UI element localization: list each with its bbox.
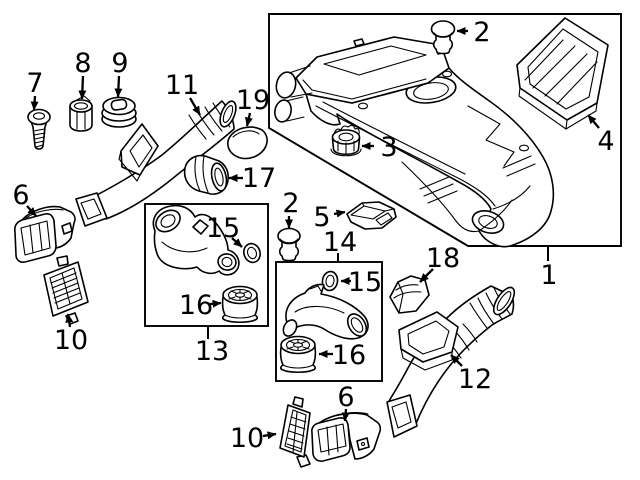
part-15-o-ring-box13 [243, 242, 261, 264]
part-9-grommet [101, 96, 137, 128]
callout-2-top[interactable]: 2 [456, 17, 491, 48]
callout-18[interactable]: 18 [419, 243, 460, 283]
callout-2-mid[interactable]: 2 [282, 188, 300, 229]
callout-8-label: 8 [74, 48, 91, 79]
callout-7[interactable]: 7 [26, 68, 44, 111]
callout-14-label: 14 [323, 227, 357, 258]
callout-12-label: 12 [458, 364, 492, 395]
callout-5[interactable]: 5 [313, 202, 346, 233]
part-10-grille-bottom [279, 396, 311, 468]
callout-11-arrow [189, 97, 201, 116]
part-5-bracket [346, 201, 397, 230]
part-19-seal [227, 126, 268, 160]
callout-9[interactable]: 9 [111, 48, 129, 98]
callout-13[interactable]: 13 [195, 326, 229, 367]
callout-17-label: 17 [242, 163, 276, 194]
part-7-screw [27, 108, 51, 150]
callout-15-box14-label: 15 [348, 267, 382, 298]
part-15-o-ring-box14 [321, 270, 339, 292]
part-8-clip [69, 95, 93, 132]
part-2-grommet-top [430, 20, 456, 55]
part-13-intake-boot [152, 204, 240, 276]
group-box-part-14 [275, 261, 383, 382]
callout-3[interactable]: 3 [361, 132, 398, 163]
part-16-rubber-mount-box13 [221, 285, 259, 324]
callout-2-top-label: 2 [473, 17, 490, 48]
callout-16-box13[interactable]: 16 [179, 290, 222, 321]
callout-18-arrow [419, 268, 434, 283]
callout-6-left-arrow [26, 205, 37, 217]
callout-4-arrow [587, 114, 600, 129]
callout-10-bottom-arrow [262, 431, 277, 440]
callout-12[interactable]: 12 [450, 354, 492, 395]
callout-6-bottom-label: 6 [337, 382, 354, 413]
callout-11[interactable]: 11 [165, 70, 201, 116]
callout-8-arrow [78, 75, 87, 100]
callout-5-label: 5 [313, 202, 330, 233]
part-1-air-cleaner-housing [274, 36, 555, 248]
callout-9-arrow [114, 75, 123, 98]
group-box-part-1 [268, 13, 622, 247]
callout-1[interactable]: 1 [540, 246, 558, 291]
callout-10-left[interactable]: 10 [54, 313, 88, 356]
callout-6-left-label: 6 [12, 180, 29, 211]
callout-8[interactable]: 8 [74, 48, 92, 100]
part-14-intake-boot [282, 283, 369, 340]
part-6-air-duct-left [14, 205, 76, 263]
part-4-air-filter-element [516, 17, 609, 130]
callout-15-box13-arrow [231, 237, 243, 248]
callout-7-label: 7 [26, 68, 43, 99]
callout-16-box14[interactable]: 16 [318, 340, 366, 371]
callout-10-bottom-label: 10 [230, 423, 264, 454]
callout-18-label: 18 [426, 243, 460, 274]
callout-14[interactable]: 14 [323, 227, 357, 261]
callout-1-label: 1 [540, 260, 557, 291]
callout-19[interactable]: 19 [236, 85, 270, 127]
callout-5-arrow [333, 209, 346, 218]
callout-19-label: 19 [236, 85, 270, 116]
callout-6-bottom-arrow [341, 408, 350, 422]
callout-10-left-arrow [65, 313, 74, 328]
callout-16-box13-arrow [209, 299, 222, 308]
part-17-boot [183, 154, 229, 195]
callout-2-mid-label: 2 [282, 188, 299, 219]
part-16-rubber-mount-box14 [279, 335, 317, 374]
callout-11-label: 11 [165, 70, 199, 101]
callout-15-box14[interactable]: 15 [340, 267, 382, 298]
part-18-duct-wedge [389, 275, 430, 314]
callout-16-box13-label: 16 [179, 290, 213, 321]
part-2-grommet-mid [277, 227, 301, 262]
part-3-nut [330, 124, 362, 157]
callout-15-box13[interactable]: 15 [206, 213, 243, 248]
callout-6-bottom[interactable]: 6 [337, 382, 355, 422]
callout-6-left[interactable]: 6 [12, 180, 37, 217]
part-11-intake-tube [75, 100, 237, 227]
callout-3-label: 3 [380, 132, 397, 163]
group-box-part-13 [144, 203, 269, 327]
part-6-air-duct-bottom [311, 412, 382, 462]
callout-13-label: 13 [195, 336, 229, 367]
callout-7-arrow [30, 95, 39, 111]
callout-10-bottom[interactable]: 10 [230, 423, 277, 454]
callout-9-label: 9 [111, 48, 128, 79]
callout-4[interactable]: 4 [587, 114, 615, 157]
callout-19-arrow [245, 112, 253, 127]
callout-16-box14-label: 16 [332, 340, 366, 371]
callout-4-label: 4 [597, 126, 614, 157]
callout-10-left-label: 10 [54, 325, 88, 356]
callout-12-arrow [450, 354, 463, 367]
callout-17[interactable]: 17 [228, 163, 276, 194]
